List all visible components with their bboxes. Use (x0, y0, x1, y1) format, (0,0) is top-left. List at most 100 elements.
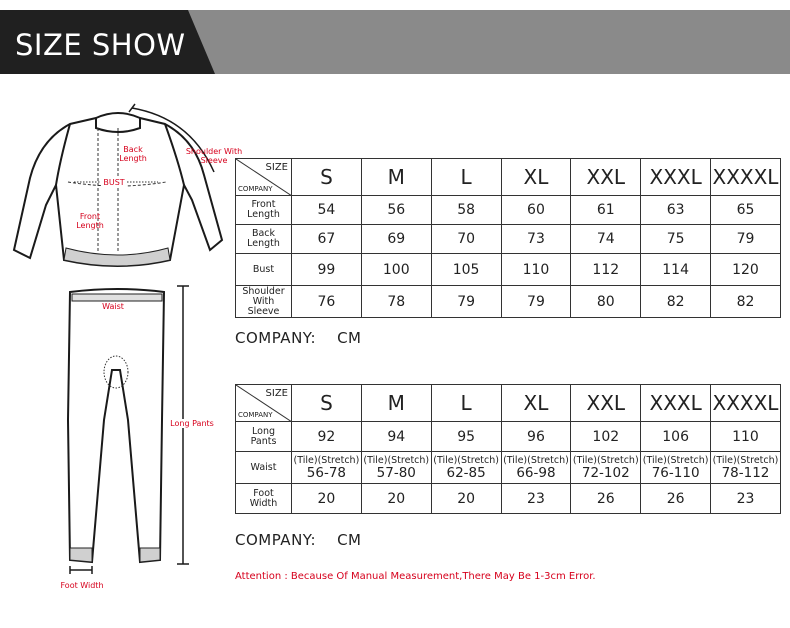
pants-waistband (71, 293, 163, 302)
waist-note: (Tile)(Stretch) (363, 455, 430, 466)
waist-cell: (Tile)(Stretch)62-85 (430, 451, 502, 484)
table-cell: 69 (360, 224, 432, 254)
table-cell: 99 (291, 253, 362, 286)
right-cuff (139, 547, 161, 563)
size-header: XL (500, 158, 572, 196)
page-title: SIZE SHOW (15, 28, 186, 62)
table-cell: 120 (710, 253, 781, 286)
table-cell: 79 (430, 285, 502, 318)
corner-cell: SIZE COMPANY (235, 384, 292, 422)
size-header: XXXXL (710, 158, 781, 196)
waist-note: (Tile)(Stretch) (712, 455, 779, 466)
size-header: XXXXL (710, 384, 781, 422)
size-header: XXL (570, 384, 642, 422)
left-cuff (69, 547, 93, 563)
table-row: Foot Width 20 20 20 23 26 26 23 (235, 483, 781, 514)
table-cell: 65 (710, 195, 781, 225)
table-cell: 56-78 (306, 465, 347, 481)
table-row: Waist (Tile)(Stretch)56-78 (Tile)(Stretc… (235, 451, 781, 484)
table-cell: 80 (570, 285, 642, 318)
waist-note: (Tile)(Stretch) (572, 455, 639, 466)
pants-size-table: SIZE COMPANY S M L XL XXL XXXL XXXXL Lon… (235, 384, 781, 514)
corner-size-label: SIZE (265, 388, 288, 399)
table-cell: 76 (291, 285, 362, 318)
label-waist: Waist (102, 302, 124, 311)
label-front-length: Front Length (76, 212, 104, 230)
header-tab (0, 10, 215, 74)
waist-cell: (Tile)(Stretch)76-110 (640, 451, 712, 484)
size-header: M (360, 384, 432, 422)
table-cell: 82 (710, 285, 781, 318)
table-cell: 79 (710, 224, 781, 254)
corner-cell: SIZE COMPANY (235, 158, 292, 196)
table-cell: 75 (640, 224, 712, 254)
table-cell: 110 (710, 421, 781, 452)
garment-illustration (12, 103, 224, 574)
table-cell: 78-112 (721, 465, 770, 481)
size-header: XXL (570, 158, 642, 196)
table-cell: 70 (430, 224, 502, 254)
table-cell: 106 (640, 421, 712, 452)
row-label: Foot Width (235, 483, 292, 514)
table-cell: 112 (570, 253, 642, 286)
table-cell: 92 (291, 421, 362, 452)
table-cell: 102 (570, 421, 642, 452)
table-cell: 74 (570, 224, 642, 254)
size-header: S (291, 384, 362, 422)
table-cell: 105 (430, 253, 502, 286)
table-cell: 20 (360, 483, 432, 514)
waist-cell: (Tile)(Stretch)66-98 (500, 451, 572, 484)
jacket-size-table: SIZE COMPANY S M L XL XXL XXXL XXXXL Fro… (235, 158, 781, 318)
table-cell: 66-98 (516, 465, 556, 481)
corner-company-label: COMPANY (238, 411, 273, 419)
row-label: Long Pants (235, 421, 292, 452)
table-cell: 60 (500, 195, 572, 225)
jacket-collar (95, 118, 141, 133)
table-cell: 110 (500, 253, 572, 286)
corner-size-label: SIZE (265, 162, 288, 173)
waist-cell: (Tile)(Stretch)78-112 (710, 451, 781, 484)
table-cell: 61 (570, 195, 642, 225)
jacket-hem-shade (63, 247, 171, 267)
table-row: Back Length 67 69 70 73 74 75 79 (235, 224, 781, 254)
table-cell: 23 (710, 483, 781, 514)
waist-cell: (Tile)(Stretch)72-102 (570, 451, 642, 484)
size-header: S (291, 158, 362, 196)
table-cell: 78 (360, 285, 432, 318)
pants-outline (66, 288, 166, 564)
table-cell: 82 (640, 285, 712, 318)
table-cell: 79 (500, 285, 572, 318)
table-row: Long Pants 92 94 95 96 102 106 110 (235, 421, 781, 452)
table-cell: 95 (430, 421, 502, 452)
row-label: Waist (235, 451, 292, 484)
size-header: XL (500, 384, 572, 422)
waist-note: (Tile)(Stretch) (503, 455, 569, 466)
table-cell: 54 (291, 195, 362, 225)
chamois-pad (103, 355, 129, 389)
company-unit-jacket: COMPANY: CM (235, 329, 362, 347)
waist-note: (Tile)(Stretch) (293, 455, 360, 466)
size-header: XXXL (640, 384, 712, 422)
table-cell: 96 (500, 421, 572, 452)
row-label: Back Length (235, 224, 292, 254)
table-cell: 67 (291, 224, 362, 254)
size-header: L (430, 158, 502, 196)
shoulder-arc (131, 107, 215, 173)
size-header: L (430, 384, 502, 422)
table-cell: 114 (640, 253, 712, 286)
table-cell: 100 (360, 253, 432, 286)
corner-company-label: COMPANY (238, 185, 273, 193)
table-cell: 94 (360, 421, 432, 452)
row-label: Shoulder With Sleeve (235, 285, 292, 318)
table-cell: 57-80 (376, 465, 416, 481)
table-cell: 20 (291, 483, 362, 514)
table-cell: 63 (640, 195, 712, 225)
table-cell: 56 (360, 195, 432, 225)
table-cell: 26 (570, 483, 642, 514)
table-cell: 73 (500, 224, 572, 254)
attention-note: Attention : Because Of Manual Measuremen… (235, 571, 596, 582)
row-label: Bust (235, 253, 292, 286)
table-row: Shoulder With Sleeve 76 78 79 79 80 82 8… (235, 285, 781, 318)
table-cell: 62-85 (446, 465, 486, 481)
table-cell: 72-102 (581, 465, 630, 481)
